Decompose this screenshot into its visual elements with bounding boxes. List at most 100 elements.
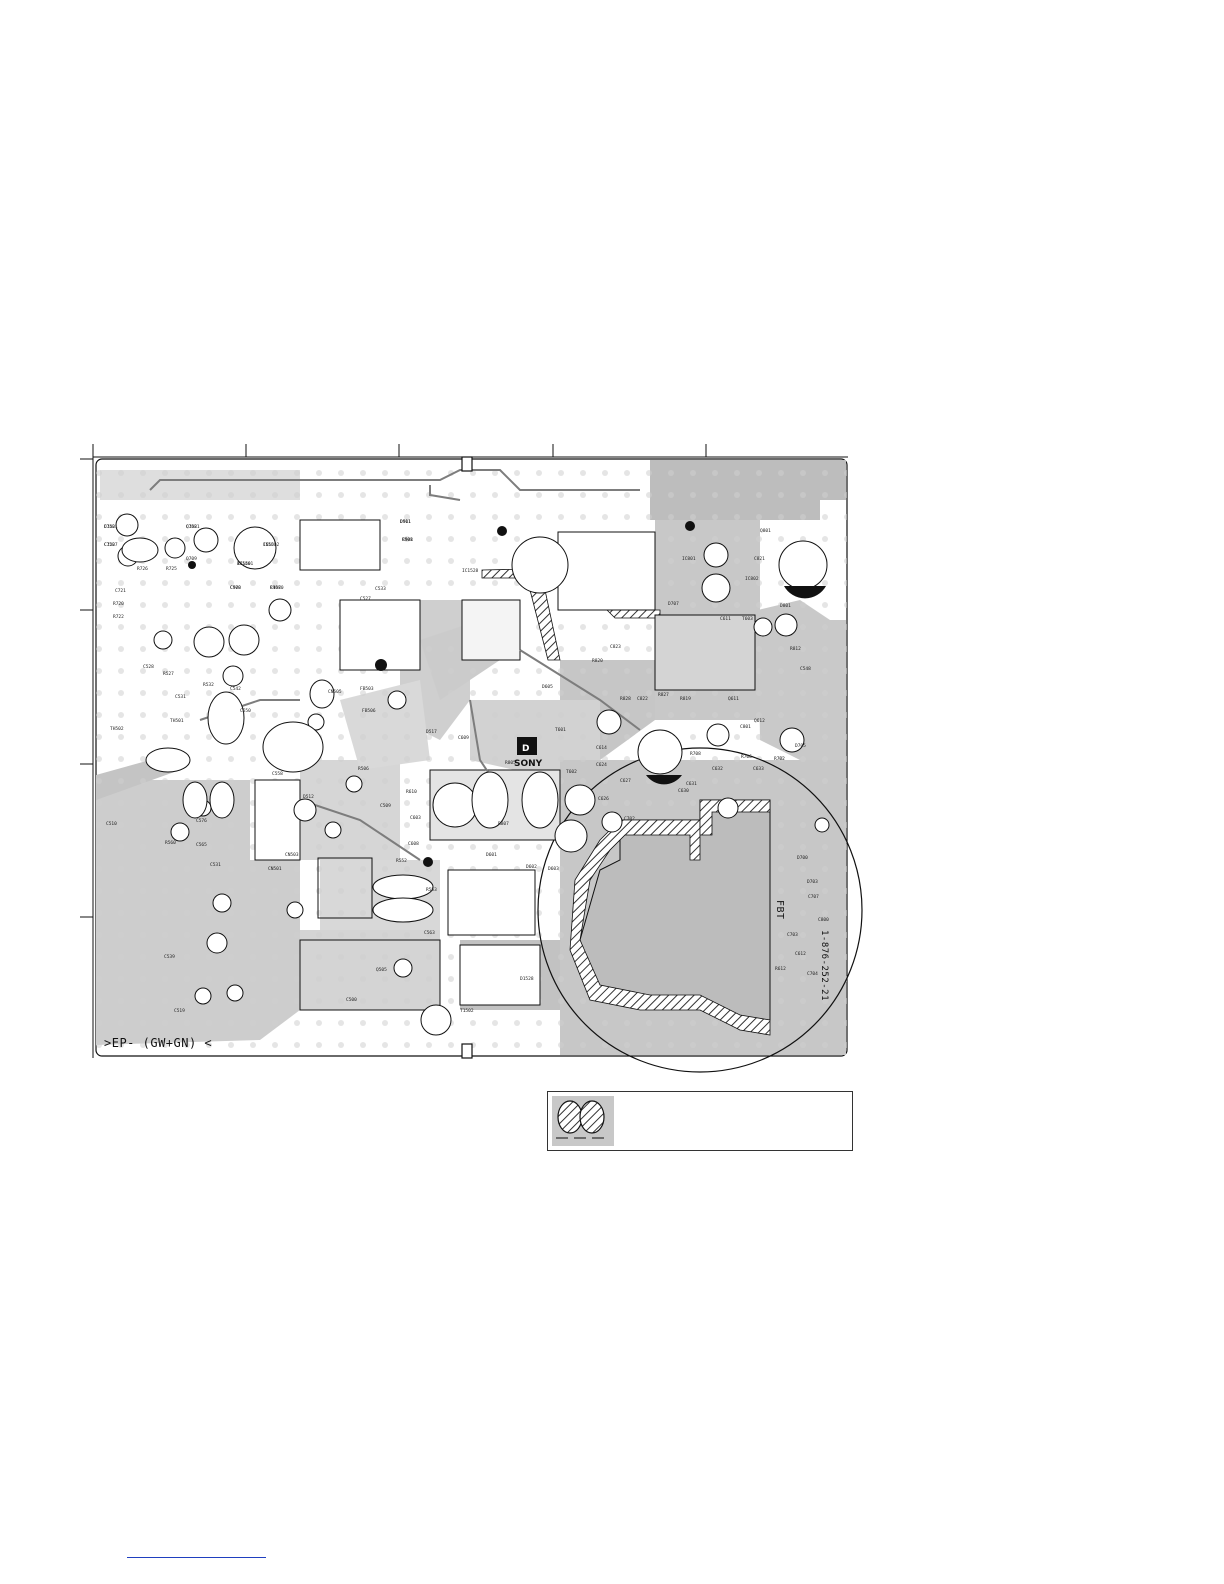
component-ref-label: R706 [741, 754, 752, 760]
component-ref-label: R560 [165, 840, 176, 846]
legend-symbol [552, 1096, 614, 1146]
component-ref-label: T601 [555, 727, 566, 733]
component-ref-label: D1501 [104, 524, 118, 530]
component-ref-label: C821 [754, 556, 765, 562]
component-ref-label: R553 [426, 887, 437, 893]
component-ref-label: C576 [196, 818, 207, 824]
component-ref-label: IC801 [682, 556, 696, 562]
component-ref-label: C704 [807, 971, 818, 977]
component-ref-label: C1527 [104, 542, 118, 548]
component-ref-label: D707 [668, 601, 679, 607]
logo-brand: SONY [514, 759, 543, 769]
component-ref-label: CN501 [268, 866, 282, 872]
component-ref-label: C742 [104, 524, 115, 530]
component-ref-label: Q709 [186, 556, 197, 562]
component-ref-label: C702 [624, 816, 635, 822]
component-ref-label: C630 [678, 788, 689, 794]
component-ref-label: C531 [210, 862, 221, 868]
component-ref-label: Q611 [728, 696, 739, 702]
component-ref-label: C565 [196, 842, 207, 848]
component-ref-label: C901 [402, 537, 413, 543]
component-ref-label: R708 [690, 751, 701, 757]
component-ref-label: C823 [610, 644, 621, 650]
component-ref-label: C1570 [270, 585, 284, 591]
component-ref-label: C612 [795, 951, 806, 957]
component-ref-label: D602 [526, 864, 537, 870]
component-ref-label: T1502 [460, 1008, 474, 1014]
component-ref-label: D601 [486, 852, 497, 858]
component-ref-label: D901 [400, 519, 411, 525]
component-ref-label: R1540 [237, 561, 251, 567]
component-ref-label: D603 [548, 866, 559, 872]
component-ref-label: C608 [408, 841, 419, 847]
component-ref-label: C550 [240, 708, 251, 714]
component-ref-label: R508 [402, 537, 413, 543]
component-ref-label: C527 [360, 596, 371, 602]
component-ref-label: R812 [790, 646, 801, 652]
component-ref-label: C614 [596, 745, 607, 751]
component-ref-label: R725 [166, 566, 177, 572]
component-ref-label: R720 [113, 601, 124, 607]
fbt-region [537, 747, 863, 1073]
component-ref-label: R726 [137, 566, 148, 572]
component-ref-label: D512 [303, 794, 314, 800]
component-ref-label: FB506 [362, 708, 376, 714]
component-ref-label: C624 [596, 762, 607, 768]
component-ref-label: C632 [712, 766, 723, 772]
component-ref-label: R552 [396, 858, 407, 864]
component-ref-label: T602 [566, 769, 577, 775]
component-ref-label: C611 [720, 616, 731, 622]
component-ref-label: IC1528 [462, 568, 479, 574]
legend-box [547, 1091, 853, 1151]
component-ref-label: R828 [620, 696, 631, 702]
component-ref-label: R702 [774, 756, 785, 762]
component-ref-label: CN1502 [263, 542, 280, 548]
component-ref-label: Q505 [376, 967, 387, 973]
component-ref-label: C720 [104, 542, 115, 548]
component-ref-label: R612 [775, 966, 786, 972]
component-ref-label: FB503 [360, 686, 374, 692]
component-ref-label: R532 [203, 682, 214, 688]
component-ref-label: C707 [808, 894, 819, 900]
logo-mark: D [522, 744, 529, 754]
component-ref-label: R805 [505, 760, 516, 766]
component-ref-label: C609 [458, 735, 469, 741]
capacitors [115, 513, 828, 1036]
component-ref-label: D703 [807, 879, 818, 885]
component-ref-label: Q708 [186, 524, 197, 530]
component-ref-label: C509 [380, 803, 391, 809]
component-ref-label: D700 [797, 855, 808, 861]
component-ref-label: C800 [818, 917, 829, 923]
sony-logo: D SONY [514, 737, 543, 769]
black-pads [188, 521, 826, 867]
component-ref-label: TH502 [110, 726, 124, 732]
component-ref-label: C1521 [186, 524, 200, 530]
component-ref-label: C548 [800, 666, 811, 672]
component-ref-label: C703 [787, 932, 798, 938]
component-ref-label: D605 [542, 684, 553, 690]
component-ref-label: C563 [424, 930, 435, 936]
board-number: 1-876-252-21 [819, 930, 829, 1001]
component-ref-label: D1528 [520, 976, 534, 982]
component-ref-label: C822 [637, 696, 648, 702]
component-ref-label: IC1501 [237, 561, 254, 567]
component-ref-label: D511 [400, 519, 411, 525]
component-ref-label: C558 [272, 771, 283, 777]
component-ref-label: C631 [686, 781, 697, 787]
component-ref-label: IC501 [263, 542, 277, 548]
component-ref-label: TH501 [170, 718, 184, 724]
component-ref-label: C633 [753, 766, 764, 772]
component-ref-label: C500 [346, 997, 357, 1003]
component-ref-label: R807 [498, 821, 509, 827]
component-ref-label: C528 [143, 664, 154, 670]
component-ref-label: C627 [620, 778, 631, 784]
component-ref-label: C539 [164, 954, 175, 960]
component-ref-label: R527 [163, 671, 174, 677]
component-ref-label: C721 [115, 588, 126, 594]
component-ref-label: C908 [230, 585, 241, 591]
component-ref-label: R610 [406, 789, 417, 795]
component-ref-label: C510 [106, 821, 117, 827]
component-ref-label: C519 [174, 1008, 185, 1014]
board-notches [461, 456, 473, 1059]
